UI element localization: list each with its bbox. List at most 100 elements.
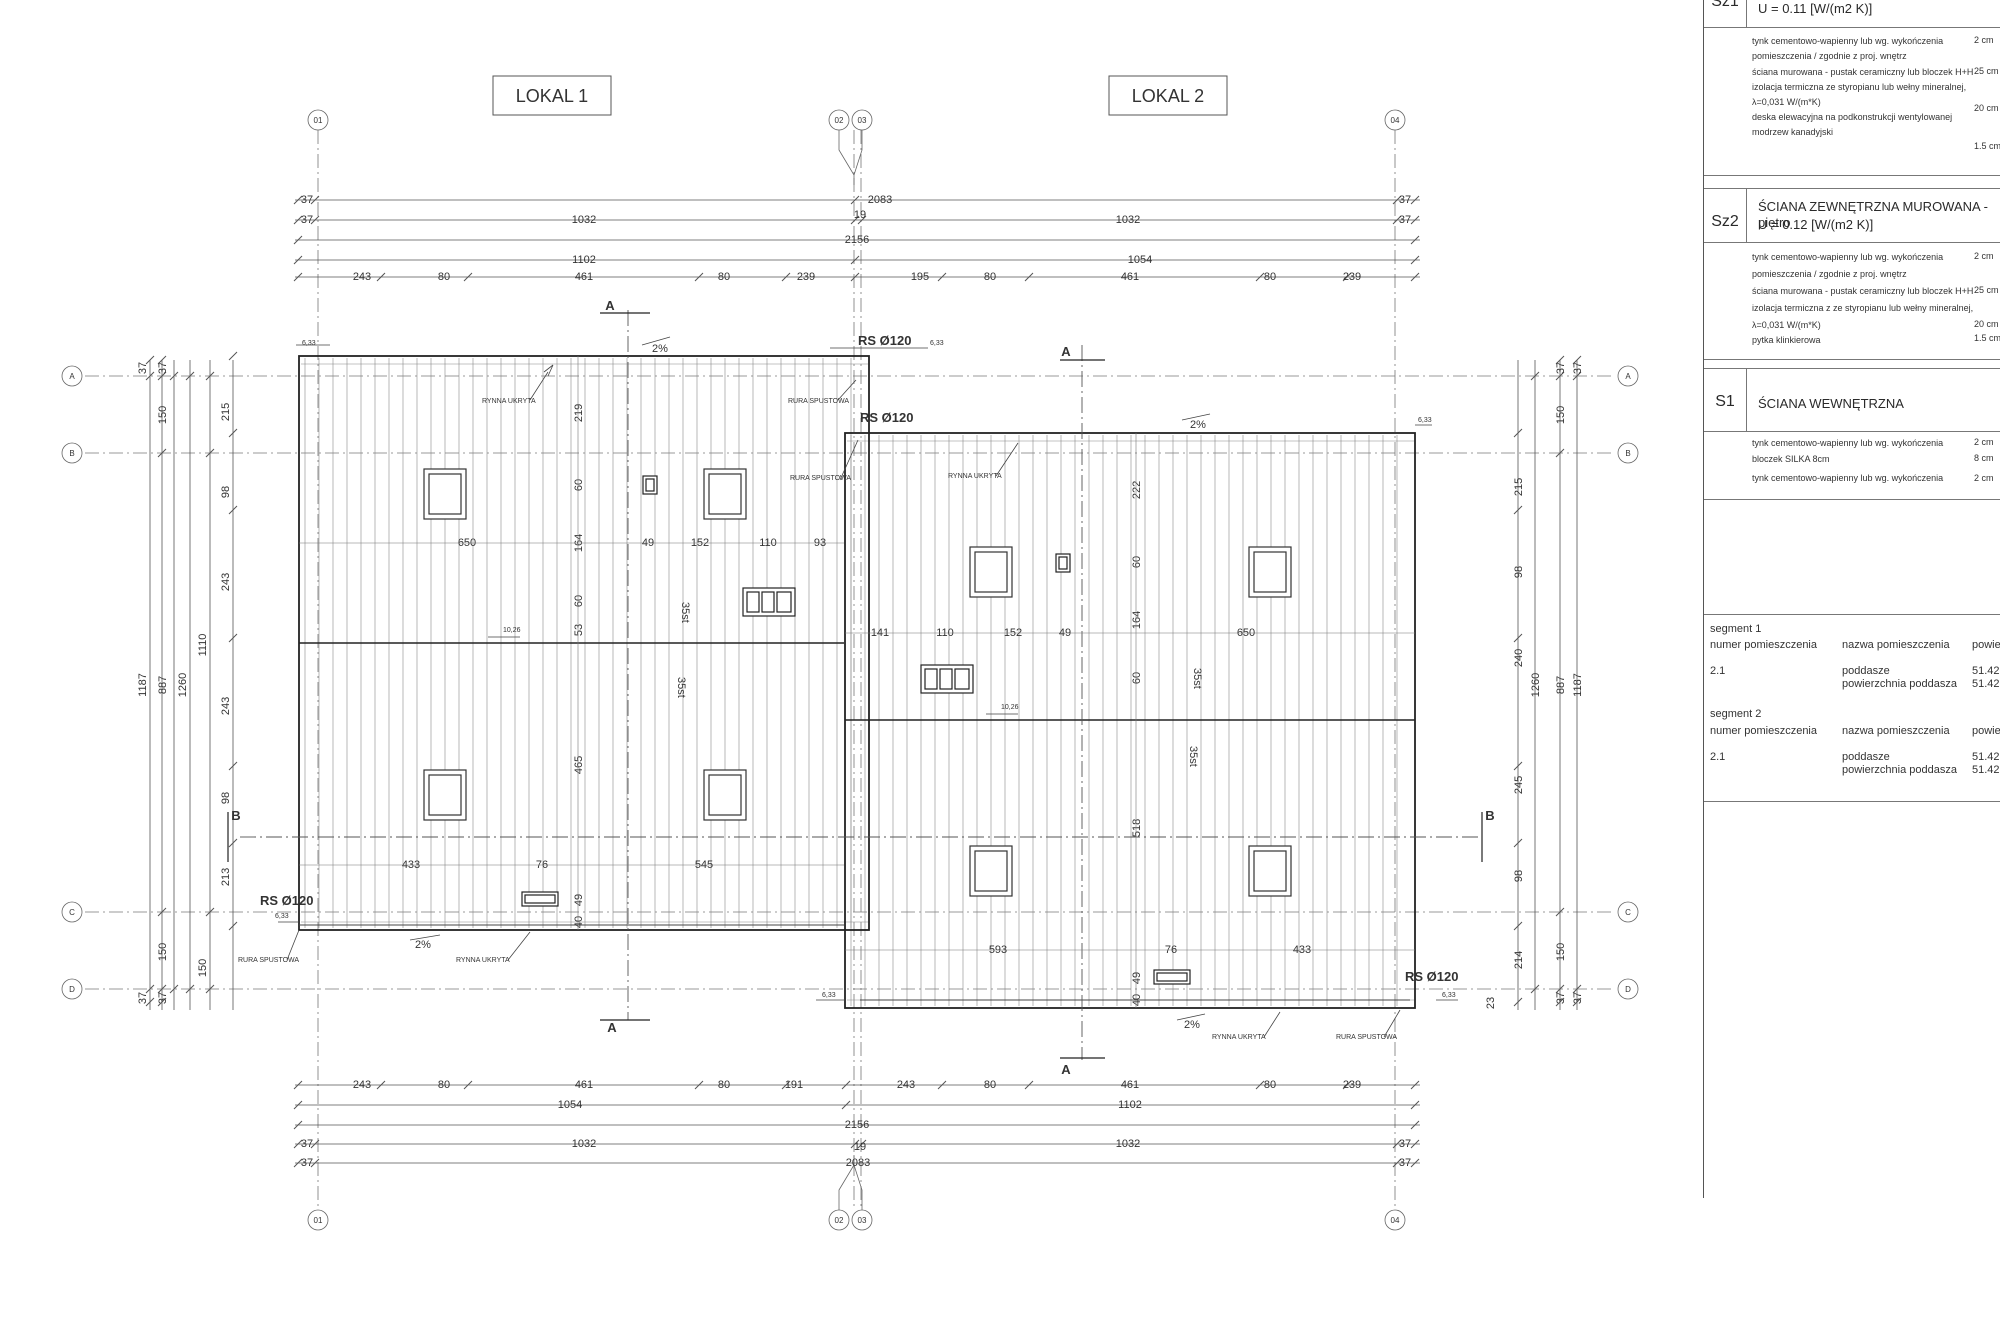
dim-top-80-b: 80 xyxy=(718,271,730,283)
rs-label-2: RS Ø120 xyxy=(860,410,913,425)
section-a-top-r: A xyxy=(1061,344,1071,359)
segment-2-area: 51.42 xyxy=(1972,751,2000,763)
dim-top-243: 243 xyxy=(353,271,371,283)
dim-top-19: 19 xyxy=(854,209,866,221)
dim-bot-80-b: 80 xyxy=(718,1079,730,1091)
in-r-49b: 49 xyxy=(1131,972,1143,984)
axis-label-left-a: A xyxy=(69,372,75,381)
dim-left-37-c: 37 xyxy=(137,992,149,1004)
dim-top-37b-r: 37 xyxy=(1399,214,1411,226)
axis-leader-02-03 xyxy=(838,130,863,185)
legend-sz2-val-2: 20 cm xyxy=(1974,319,1999,329)
section-a-top-l: A xyxy=(605,298,615,313)
legend-s1-row-2: tynk cementowo-wapienny lub wg. wykończe… xyxy=(1752,473,1944,483)
legend-sz2-row-0: tynk cementowo-wapienny lub wg. wykończe… xyxy=(1752,252,1944,262)
dim-bot-191: 191 xyxy=(785,1079,803,1091)
segment-2-h3: powie xyxy=(1972,725,2000,737)
top-dimension-lines xyxy=(295,199,1420,278)
dim-left-37-b: 37 xyxy=(157,362,169,374)
legend-sz1-code: Sz1 xyxy=(1711,0,1739,10)
segment-2-room2: powierzchnia poddasza xyxy=(1842,764,1957,776)
in-l-465: 465 xyxy=(573,756,585,774)
in-l-40: 40 xyxy=(573,916,585,928)
dim-right-1260: 1260 xyxy=(1530,673,1542,697)
dim-bot-80-d: 80 xyxy=(1264,1079,1276,1091)
dim-top-80-d: 80 xyxy=(1264,271,1276,283)
dim-right-245: 245 xyxy=(1513,776,1525,794)
bottom-dimension-lines xyxy=(295,1084,1420,1164)
legend-s1-row-1: bloczek SILKA 8cm xyxy=(1752,454,1830,464)
legend-sz2-val-3: 1.5 cm xyxy=(1974,333,2000,343)
dim-bot-37b-l: 37 xyxy=(301,1138,313,1150)
dim-left-98-a: 98 xyxy=(220,486,232,498)
dim-bot-461-a: 461 xyxy=(575,1079,593,1091)
segment-1-h1: numer pomieszczenia xyxy=(1710,639,1817,651)
right-dimension-ticks xyxy=(1513,355,1582,1007)
axis-label-left-c: C xyxy=(69,908,75,917)
in-l-60b: 60 xyxy=(573,595,585,607)
section-b-l: B xyxy=(231,808,240,823)
rs-label-4: RS Ø120 xyxy=(1405,969,1458,984)
segment-1-room2: powierzchnia poddasza xyxy=(1842,678,1957,690)
left-dimension-ticks xyxy=(145,351,238,1007)
dim-top-1032-l: 1032 xyxy=(572,214,596,226)
legend-sz1-val-1: 25 cm xyxy=(1974,66,1999,76)
level-633-5: 6,33 xyxy=(822,992,836,999)
dim-bot-1102: 1102 xyxy=(1118,1099,1142,1111)
slope-2: 2% xyxy=(1190,419,1206,431)
angle-3: 35st xyxy=(1191,668,1203,689)
level-633-1: 6,33 xyxy=(302,340,316,347)
dim-left-243-a: 243 xyxy=(220,573,232,591)
dim-bot-37-r: 37 xyxy=(1399,1157,1411,1169)
dim-bot-243-b: 243 xyxy=(897,1079,915,1091)
segment-2-num: 2.1 xyxy=(1710,751,1726,763)
dim-left-150-a: 150 xyxy=(157,406,169,424)
legend-sz2: Sz2 ŚCIANA ZEWNĘTRZNA MUROWANA - piętro … xyxy=(1704,188,2000,360)
rs-label-1: RS Ø120 xyxy=(858,333,911,348)
lokal-1-box xyxy=(492,75,612,116)
legend-sz2-row-2: ściana murowana - pustak ceramiczny lub … xyxy=(1752,286,1974,296)
axis-label-top-01: 01 xyxy=(314,116,323,125)
dim-right-98-b: 98 xyxy=(1513,870,1525,882)
axis-label-left-d: D xyxy=(69,985,75,994)
legend-s1-val-2: 2 cm xyxy=(1974,473,1994,483)
dim-top-1032-r: 1032 xyxy=(1116,214,1140,226)
in-l-53: 53 xyxy=(573,624,585,636)
axis-label-bottom-03: 03 xyxy=(858,1216,867,1225)
dim-top-461-b: 461 xyxy=(1121,271,1139,283)
segments-table: segment 1 numer pomieszczenia nazwa pomi… xyxy=(1704,614,2000,802)
dim-bot-1054: 1054 xyxy=(558,1099,582,1111)
slope-3: 2% xyxy=(415,939,431,951)
segment-1-h2: nazwa pomieszczenia xyxy=(1842,639,1950,651)
dim-right-150-a: 150 xyxy=(1555,406,1567,424)
dim-bot-2156: 2156 xyxy=(845,1119,869,1131)
annotation-leaders xyxy=(278,336,1458,1038)
dim-top-37-r: 37 xyxy=(1399,194,1411,206)
segment-1-room: poddasze xyxy=(1842,665,1890,677)
legend-sz1-row-2: ściana murowana - pustak ceramiczny lub … xyxy=(1752,67,1974,77)
inner-dimension-lines xyxy=(299,356,1415,1008)
axis-label-right-b: B xyxy=(1625,449,1630,458)
dim-left-1110: 1110 xyxy=(197,634,209,657)
rura-2: RURA SPUSTOWA xyxy=(790,475,851,482)
chimney-vents xyxy=(521,475,1191,985)
dim-top-80-a: 80 xyxy=(438,271,450,283)
segment-1-area2: 51.42 xyxy=(1972,678,2000,690)
dim-right-37-b: 37 xyxy=(1572,362,1584,374)
segment-2-h2: nazwa pomieszczenia xyxy=(1842,725,1950,737)
legend-sz1-row-3: izolacja termiczna ze styropianu lub weł… xyxy=(1752,82,1967,92)
legend-s1-code: S1 xyxy=(1715,393,1735,410)
dim-left-887: 887 xyxy=(157,676,169,694)
segment-2-h1: numer pomieszczenia xyxy=(1710,725,1817,737)
dim-bot-243-a: 243 xyxy=(353,1079,371,1091)
section-lines xyxy=(240,310,1480,1060)
in-r-60b: 60 xyxy=(1131,672,1143,684)
in-r-40: 40 xyxy=(1131,994,1143,1006)
dim-right-37-d: 37 xyxy=(1572,992,1584,1004)
rura-1: RURA SPUSTOWA xyxy=(788,398,849,405)
legend-sz1-val-3: 1.5 cm xyxy=(1974,141,2000,151)
dim-left-150-c: 150 xyxy=(197,959,209,977)
dim-left-243-b: 243 xyxy=(220,697,232,715)
segment-2-area2: 51.42 xyxy=(1972,764,2000,776)
legend-sz2-val-0: 2 cm xyxy=(1974,251,1994,261)
